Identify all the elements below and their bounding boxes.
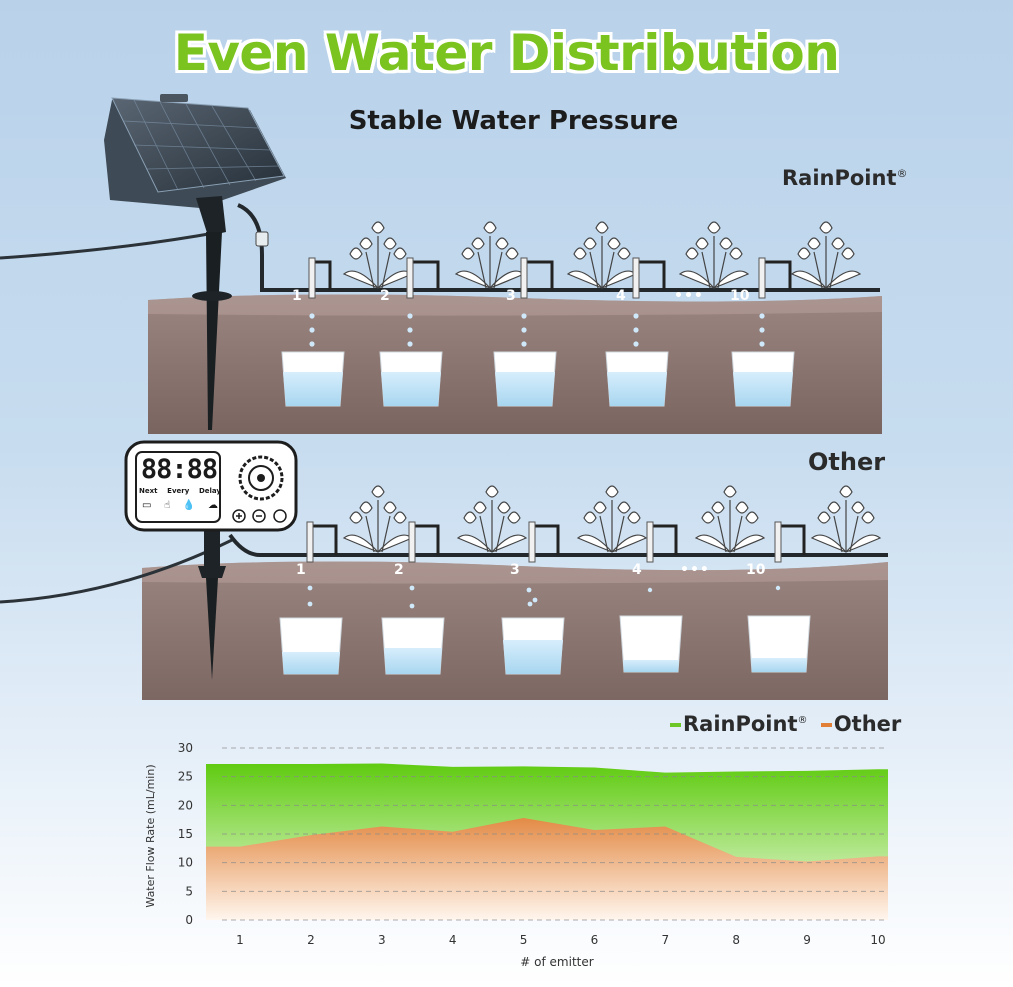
emitter-label-bottom-10: 10 [746, 562, 766, 578]
legend-mark: ® [797, 715, 808, 726]
controller-stake [198, 528, 226, 680]
x-tick-label: 10 [870, 933, 885, 947]
emitter-label-top-10: 10 [730, 288, 750, 304]
drops-icon: 💧 [182, 500, 196, 511]
x-tick-label: 1 [236, 933, 244, 947]
battery-icon: ▭ [142, 500, 152, 511]
emitter-label-top-1: 1 [292, 288, 302, 304]
flow-rate-chart: 0 5 10 15 20 25 30 1 2 3 4 5 6 7 8 9 10 # of emitter Water… [144, 741, 888, 969]
hand-icon: ☝ [164, 500, 171, 511]
y-tick-label: 25 [178, 770, 193, 784]
x-tick-label: 7 [662, 933, 670, 947]
emitter-label-top-4: 4 [616, 288, 626, 304]
y-tick-label: 0 [185, 913, 193, 927]
drip-tube-bottom [228, 533, 888, 557]
x-tick-label: 4 [449, 933, 457, 947]
plants-top [342, 221, 862, 289]
emitter-label-bottom-2: 2 [394, 562, 404, 578]
emitter-label-bottom-1: 1 [296, 562, 306, 578]
area-other [206, 817, 888, 920]
y-tick-label: 10 [178, 856, 193, 870]
legend-label-other: Other [833, 712, 902, 736]
x-tick-label: 8 [732, 933, 740, 947]
chart-legend: RainPoint® Other [670, 712, 901, 736]
emitters-top [281, 257, 795, 407]
brand-mark: ® [896, 167, 908, 180]
brand-logo: RainPoint® [782, 166, 908, 190]
y-tick-label: 20 [178, 798, 193, 812]
controller [124, 440, 298, 532]
solar-panel [104, 94, 286, 430]
x-tick-label: 3 [378, 933, 386, 947]
y-tick-label: 5 [185, 884, 193, 898]
y-tick-label: 30 [178, 741, 193, 755]
emitter-label-top-ellipsis: ••• [674, 288, 704, 304]
emitter-label-top-2: 2 [380, 288, 390, 304]
brand-name: RainPoint [782, 166, 897, 190]
y-tick-label: 15 [178, 827, 193, 841]
plants-bottom [342, 485, 882, 553]
controller-icon-row: ▭ ☝ 💧 ☁ [142, 500, 218, 511]
emitter-label-bottom-4: 4 [632, 562, 642, 578]
drip-tube-top [237, 203, 880, 292]
page-subtitle: Stable Water Pressure [348, 106, 679, 136]
rain-cloud-icon: ☁ [207, 500, 218, 511]
y-axis-label: Water Flow Rate (mL/min) [144, 764, 157, 907]
controller-display: 88:88 [140, 454, 218, 485]
emitter-label-top-3: 3 [506, 288, 516, 304]
mode-delay: Delay [198, 487, 221, 495]
emitters-bottom [279, 521, 811, 675]
x-tick-label: 9 [803, 933, 811, 947]
page-title: Even Water Distribution [173, 24, 840, 82]
x-tick-label: 5 [520, 933, 528, 947]
mode-next: Next [139, 487, 158, 495]
controller-modes: Next Every Delay [139, 487, 221, 495]
x-axis-label: # of emitter [520, 955, 593, 969]
other-scene-label: Other [808, 448, 886, 476]
mode-every: Every [167, 487, 190, 495]
legend-swatch-rainpoint [670, 723, 681, 727]
legend-label-rainpoint: RainPoint [683, 712, 798, 736]
x-tick-label: 6 [591, 933, 599, 947]
x-tick-label: 2 [307, 933, 315, 947]
legend-swatch-other [820, 723, 832, 727]
emitter-label-bottom-ellipsis: ••• [680, 562, 710, 578]
emitter-label-bottom-3: 3 [510, 562, 520, 578]
